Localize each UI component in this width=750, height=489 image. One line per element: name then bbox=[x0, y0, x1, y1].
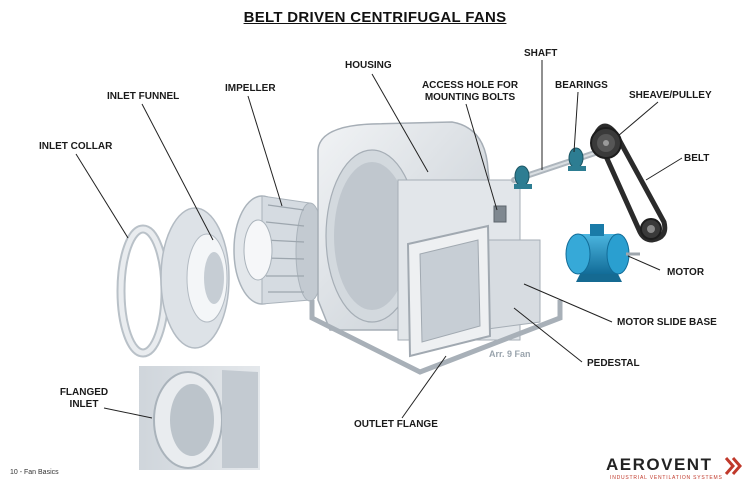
label-access-hole-line2: MOUNTING BOLTS bbox=[424, 92, 516, 103]
label-shaft: SHAFT bbox=[524, 48, 558, 59]
label-access-hole: ACCESS HOLE FOR MOUNTING BOLTS bbox=[420, 80, 520, 104]
label-flanged-inlet: FLANGED INLET bbox=[56, 387, 112, 411]
label-impeller: IMPELLER bbox=[225, 83, 276, 94]
label-inlet-collar: INLET COLLAR bbox=[39, 141, 113, 152]
aerovent-logo: AEROVENT Industrial Ventilation Systems bbox=[606, 455, 746, 483]
label-bearings: BEARINGS bbox=[555, 80, 608, 91]
arrangement-note: Arr. 9 Fan bbox=[489, 349, 531, 359]
outlet-flange bbox=[406, 224, 492, 358]
impeller bbox=[233, 195, 325, 305]
sheave-pulley bbox=[590, 127, 662, 240]
label-housing: HOUSING bbox=[345, 60, 392, 71]
label-flanged-inlet-line1: FLANGED bbox=[59, 387, 109, 398]
label-flanged-inlet-line2: INLET bbox=[69, 399, 99, 410]
logo-chevron-icon bbox=[724, 457, 742, 475]
logo-name: AEROVENT bbox=[606, 455, 713, 474]
page-footer: 10 - Fan Basics bbox=[10, 469, 59, 476]
leader-lines bbox=[75, 60, 683, 419]
flanged-inlet-inset bbox=[139, 366, 260, 470]
label-sheave-pulley: SHEAVE/PULLEY bbox=[629, 90, 712, 101]
motor bbox=[565, 224, 640, 282]
page-title: BELT DRIVEN CENTRIFUGAL FANS bbox=[243, 9, 507, 26]
inlet-funnel bbox=[160, 207, 230, 349]
label-belt: BELT bbox=[684, 153, 710, 164]
label-inlet-funnel: INLET FUNNEL bbox=[107, 91, 180, 102]
label-outlet-flange: OUTLET FLANGE bbox=[354, 419, 438, 430]
label-motor: MOTOR bbox=[667, 267, 705, 278]
logo-tagline: Industrial Ventilation Systems bbox=[610, 475, 723, 481]
pedestal bbox=[309, 239, 563, 375]
label-access-hole-line1: ACCESS HOLE FOR bbox=[421, 80, 519, 91]
bearings bbox=[514, 147, 586, 189]
label-pedestal: PEDESTAL bbox=[587, 358, 640, 369]
inlet-collar bbox=[116, 224, 170, 358]
label-motor-slide-base: MOTOR SLIDE BASE bbox=[617, 317, 717, 328]
access-hole bbox=[493, 205, 507, 223]
